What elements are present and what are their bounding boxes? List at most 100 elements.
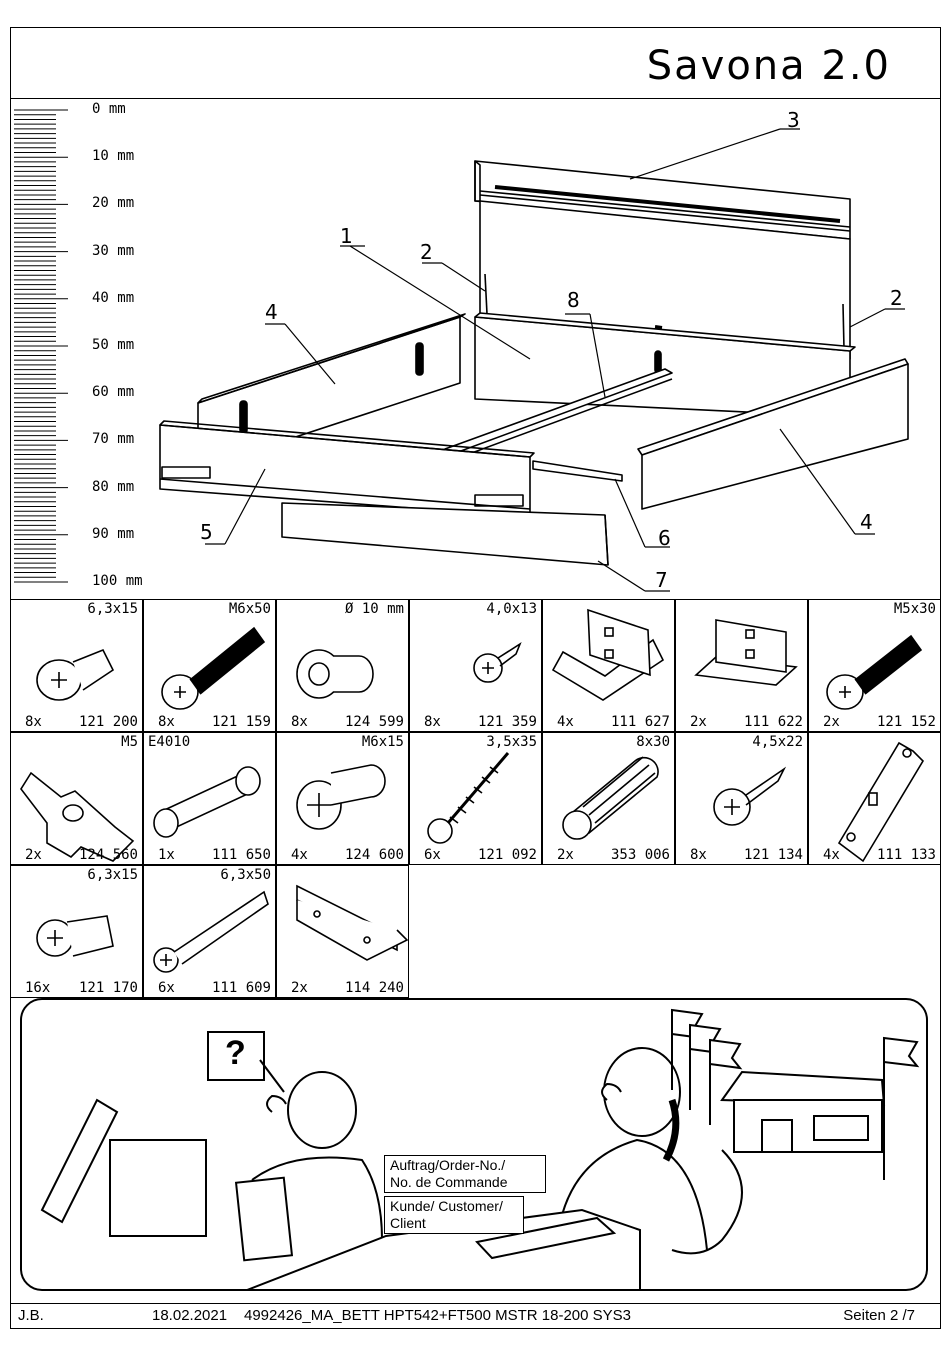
slat-part (532, 460, 623, 482)
part-spec: 6,3x50 (220, 867, 271, 883)
part-quantity: 8x (690, 847, 707, 863)
part-code: 124 599 (344, 714, 404, 730)
part-code: 121 359 (477, 714, 537, 730)
corner-plate-icon (837, 741, 925, 863)
part-code: 121 159 (211, 714, 271, 730)
part-code: 124 600 (344, 847, 404, 863)
bolt-long-icon (161, 626, 266, 710)
callout-4-left: 4 (265, 300, 278, 324)
part-code: 121 170 (78, 980, 138, 996)
manual-booklet-icon (234, 1176, 294, 1262)
part-code: 124 560 (78, 847, 138, 863)
part-spec: M6x50 (228, 601, 271, 617)
title-bar: Savona 2.0 (10, 27, 941, 99)
bracket-small-icon (694, 619, 798, 686)
dowel-icon (562, 756, 659, 840)
back-panel (474, 312, 856, 418)
ruler-label: 60 mm (92, 384, 135, 401)
ruler-label: 50 mm (92, 337, 135, 353)
part-spec: E4010 (148, 734, 191, 750)
part-quantity: 8x (424, 714, 441, 730)
part-quantity: 2x (25, 847, 42, 863)
side-rail-right (637, 358, 909, 510)
bolt-medium-icon (826, 634, 923, 710)
ruler-label: 90 mm (92, 525, 135, 542)
question-bubble (207, 1031, 265, 1081)
callout-1: 1 (340, 224, 353, 248)
euro-screw-icon (36, 915, 114, 957)
wood-screw-long-icon (427, 752, 510, 844)
part-code: 114 240 (344, 980, 404, 996)
part-spec: M6x15 (361, 734, 404, 750)
part-spec: 8x30 (636, 734, 670, 750)
part-quantity: 8x (158, 714, 175, 730)
part-quantity: 6x (158, 980, 175, 996)
part-cell: 2x 111 622 (675, 599, 808, 732)
sleeve-nut-icon (296, 649, 374, 699)
part-spec: 6,3x15 (87, 601, 138, 617)
part-code: 111 609 (211, 980, 271, 996)
footer-author: J.B. (18, 1307, 44, 1324)
headboard-panel (474, 160, 851, 360)
part-quantity: 6x (424, 847, 441, 863)
callout-2-right: 2 (890, 286, 903, 310)
part-cell: 4x 111 133 (808, 732, 941, 865)
customer-service-illustration: ? Auftrag/Order-No./ No. de Commande Kun… (20, 998, 928, 1291)
footer: J.B. 18.02.2021 4992426_MA_BETT HPT542+F… (10, 1303, 941, 1329)
part-code: 121 152 (876, 714, 936, 730)
wing-nut-icon (20, 771, 135, 862)
wood-screw-small-icon (473, 641, 522, 683)
ruler-label: 20 mm (92, 195, 135, 212)
footer-date: 18.02.2021 (152, 1307, 228, 1324)
order-number-label: Auftrag/Order-No./ No. de Commande (384, 1155, 546, 1193)
callout-7: 7 (655, 568, 668, 592)
wood-screw-medium-icon (713, 766, 787, 826)
part-code: 111 622 (743, 714, 803, 730)
part-spec: 4,0x13 (486, 601, 537, 617)
question-mark: ? (225, 1034, 246, 1072)
callout-8: 8 (567, 288, 580, 312)
help-scene-drawing (40, 1008, 920, 1289)
ruler-label: 100 mm (92, 573, 143, 589)
part-spec: 3,5x35 (486, 734, 537, 750)
support-board (281, 502, 609, 566)
bracket-large-icon (551, 608, 665, 701)
callout-4-right: 4 (860, 510, 873, 534)
part-quantity: 16x (25, 980, 51, 996)
leader-lines (205, 128, 905, 592)
part-quantity: 2x (557, 847, 574, 863)
part-quantity: 2x (690, 714, 707, 730)
bed-exploded-drawing: 1 2 2 3 4 4 5 6 7 8 (159, 108, 909, 592)
ruler-label: 0 mm (92, 101, 126, 117)
part-cell: 8x30 2x 353 006 (542, 732, 675, 865)
footboard-panel (159, 420, 535, 518)
ruler-label: 80 mm (92, 478, 135, 495)
part-quantity: 8x (291, 714, 308, 730)
euro-screw-long-icon (153, 890, 269, 973)
part-code: 353 006 (610, 847, 670, 863)
connector-bolt-icon (153, 766, 261, 838)
part-spec: M5x30 (893, 601, 936, 617)
callout-numbers: 1 2 2 3 4 4 5 6 7 8 (200, 108, 903, 592)
part-code: 111 133 (876, 847, 936, 863)
part-spec: 4,5x22 (752, 734, 803, 750)
post-left (484, 273, 488, 315)
customer-label: Kunde/ Customer/ Client (384, 1196, 524, 1234)
warehouse-icon (733, 1099, 883, 1153)
callout-2-left: 2 (420, 240, 433, 264)
part-quantity: 8x (25, 714, 42, 730)
part-quantity: 4x (823, 847, 840, 863)
box-lid-icon (40, 1098, 119, 1224)
ruler-label: 40 mm (92, 289, 135, 306)
ruler-scale (14, 109, 68, 583)
part-cell: 6,3x50 6x 111 609 (143, 865, 276, 998)
callout-5: 5 (200, 520, 213, 544)
confused-person-head-icon (287, 1071, 357, 1149)
part-code: 121 092 (477, 847, 537, 863)
